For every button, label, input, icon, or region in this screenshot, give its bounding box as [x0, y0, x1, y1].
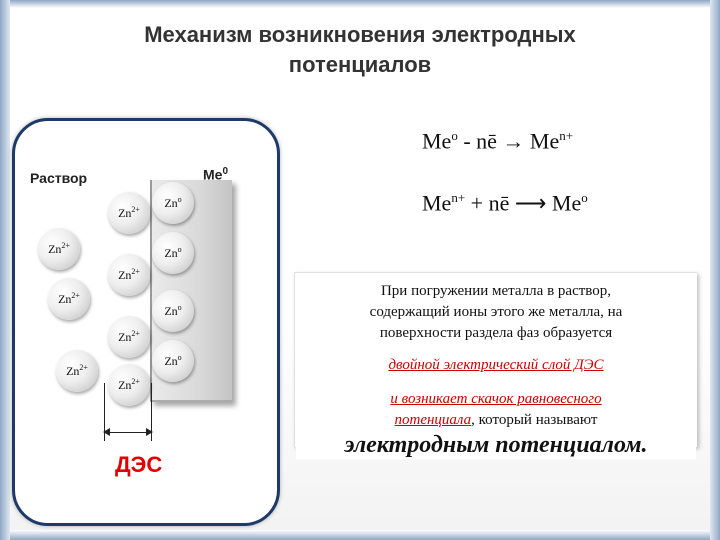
ion-base: Zn	[118, 378, 132, 392]
atom-base: Zn	[164, 304, 178, 318]
eq1-mid: - nē → Me	[457, 128, 560, 154]
atom-metal: Zno	[152, 340, 194, 382]
frame-top	[0, 0, 720, 8]
eq2-b-sup: o	[581, 190, 588, 205]
des-bound-left	[104, 383, 105, 441]
title-line-2: потенциалов	[288, 52, 432, 77]
solution-label: Раствор	[30, 170, 88, 186]
ion-boundary: Zn2+	[108, 364, 150, 406]
ion-boundary: Zn2+	[108, 192, 150, 234]
slide-title: Механизм возникновения электродных потен…	[60, 20, 660, 80]
atom-metal: Zno	[152, 232, 194, 274]
equation-oxidation: Meo - nē → Men+	[422, 128, 573, 154]
ion-boundary: Zn2+	[108, 316, 150, 358]
ion-charge: 2+	[79, 363, 88, 372]
frame-left	[0, 0, 10, 540]
ion-base: Zn	[118, 330, 132, 344]
diagram-panel	[12, 118, 280, 526]
title-line-1: Механизм возникновения электродных	[144, 22, 576, 47]
info-line-2: содержащий ионы этого же металла, на	[369, 304, 623, 320]
ion-charge: 2+	[131, 267, 140, 276]
atom-metal: Zno	[152, 182, 194, 224]
ion-solution: Zn2+	[56, 350, 98, 392]
ion-base: Zn	[66, 364, 80, 378]
info-des-term: двойной электрический слой ДЭС	[388, 357, 604, 373]
ion-solution: Zn2+	[48, 278, 90, 320]
eq2-mid: + nē ⟶ Me	[465, 190, 582, 216]
equation-reduction: Men+ + nē ⟶ Meo	[422, 190, 588, 216]
ion-solution: Zn2+	[38, 228, 80, 270]
atom-charge: o	[177, 195, 182, 204]
metal-label: Me0	[203, 166, 228, 183]
electrode-potential-term: электродным потенциалом.	[296, 432, 696, 459]
metal-label-sup: 0	[222, 166, 229, 177]
des-bound-right	[151, 383, 152, 441]
atom-metal: Zno	[152, 290, 194, 332]
arrow-right-icon	[146, 428, 153, 436]
ion-base: Zn	[118, 206, 132, 220]
eq1-a: Me	[422, 128, 452, 154]
ion-charge: 2+	[71, 291, 80, 300]
metal-label-base: Me	[203, 166, 223, 183]
eq1-a-sup: o	[451, 128, 458, 143]
ion-boundary: Zn2+	[108, 254, 150, 296]
ion-charge: 2+	[61, 241, 70, 250]
frame-bottom	[0, 530, 720, 540]
ion-base: Zn	[58, 292, 72, 306]
des-label: ДЭС	[115, 452, 163, 477]
ion-base: Zn	[118, 268, 132, 282]
ion-charge: 2+	[131, 205, 140, 214]
eq2-a: Me	[422, 190, 452, 216]
eq2-a-sup: n+	[451, 190, 466, 205]
info-potential-text: и возникает скачок равновесного потенциа…	[295, 389, 697, 431]
info-box: При погружении металла в раствор, содерж…	[294, 272, 697, 447]
atom-charge: o	[177, 245, 182, 254]
atom-charge: o	[177, 353, 182, 362]
ion-charge: 2+	[131, 329, 140, 338]
des-arrow-line	[104, 432, 152, 433]
eq1-b-sup: n+	[559, 128, 574, 143]
info-line-1: При погружении металла в раствор,	[380, 283, 612, 299]
atom-charge: o	[177, 303, 182, 312]
ion-base: Zn	[48, 242, 62, 256]
ion-charge: 2+	[131, 377, 140, 386]
atom-base: Zn	[164, 354, 178, 368]
info-tail: , который называют	[471, 412, 598, 428]
info-red-1: и возникает скачок равновесного	[390, 391, 602, 407]
info-paragraph: При погружении металла в раствор, содерж…	[295, 281, 697, 344]
frame-right	[710, 0, 720, 540]
atom-base: Zn	[164, 246, 178, 260]
info-red-2: потенциала	[394, 412, 472, 428]
arrow-left-icon	[103, 428, 110, 436]
info-line-3: поверхности раздела фаз образуется	[379, 325, 613, 341]
atom-base: Zn	[164, 196, 178, 210]
